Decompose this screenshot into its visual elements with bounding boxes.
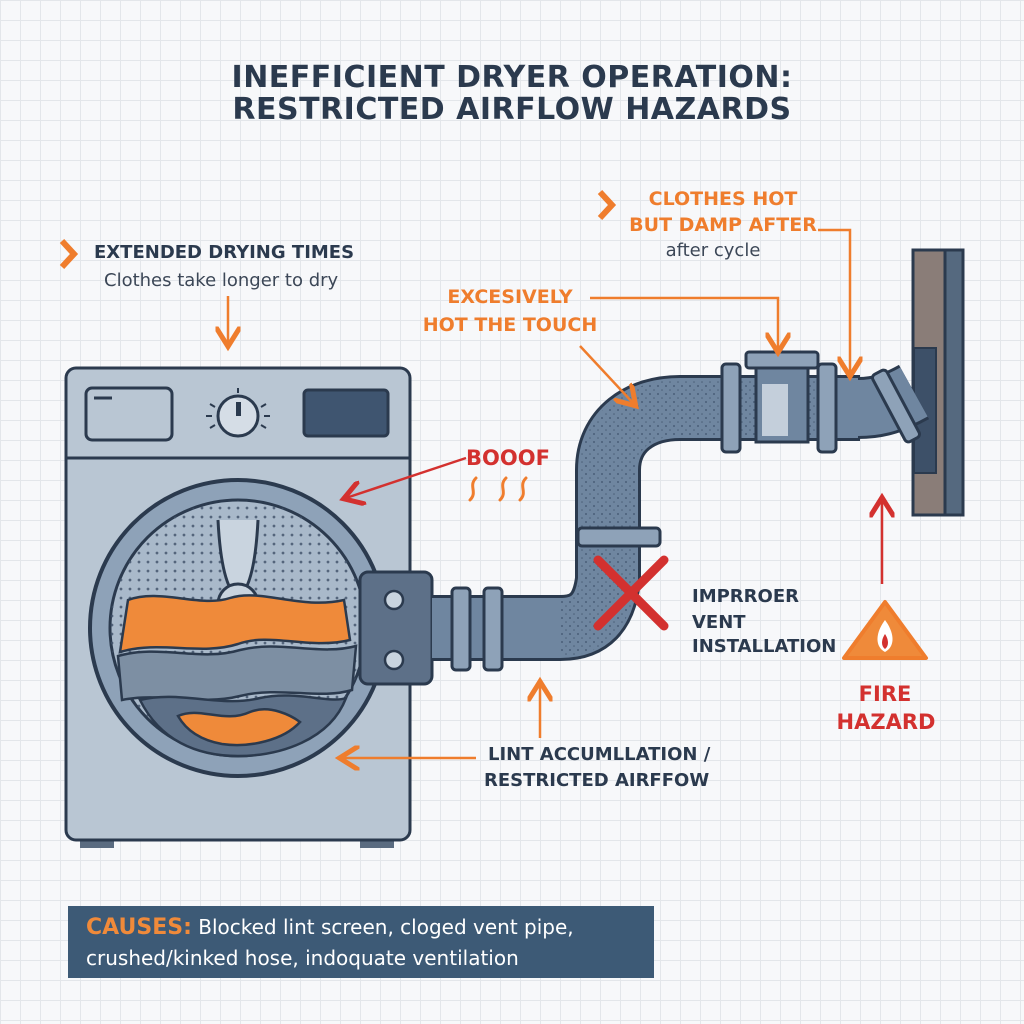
- callout-arrows: [228, 228, 882, 758]
- hot-touch-line2: HOT THE TOUCH: [422, 314, 598, 336]
- causes-line2: crushed/kinked hose, indoquate ventilati…: [86, 946, 519, 970]
- improper-vent-line3: INSTALLATION: [692, 636, 837, 657]
- lint-line2: RESTRICTED AIRFFOW: [484, 770, 710, 791]
- chevron-right-icon: [59, 238, 79, 270]
- hot-damp-line1: CLOTHES HOT: [648, 188, 798, 210]
- warning-fire-icon: [842, 600, 928, 660]
- boof-label: BOOOF: [466, 446, 550, 470]
- improper-vent-line1: IMPRROER: [692, 586, 799, 607]
- causes-line1: CAUSES: Blocked lint screen, cloged vent…: [86, 912, 636, 943]
- dryer: [64, 366, 434, 848]
- hot-touch-line1: EXCESIVELY: [447, 286, 573, 308]
- causes-banner: CAUSES: Blocked lint screen, cloged vent…: [68, 906, 654, 978]
- fire-hazard-line2: HAZARD: [836, 710, 936, 734]
- wall-outlet: [911, 248, 965, 517]
- hot-damp-line2: BUT DAMP AFTER: [629, 214, 817, 236]
- vent-pipe: [432, 350, 930, 672]
- x-mark-icon: [593, 555, 669, 631]
- improper-vent-line2: VENT: [692, 612, 746, 633]
- page-title-line2: RESTRICTED AIRFLOW HAZARDS: [232, 92, 792, 127]
- causes-text1: Blocked lint screen, cloged vent pipe,: [191, 915, 574, 939]
- hot-damp-detail: after cycle: [665, 240, 761, 261]
- page-title-line1: INEFFICIENT DRYER OPERATION:: [231, 60, 793, 95]
- causes-label: CAUSES:: [86, 915, 192, 940]
- heat-waves-icon: [468, 476, 528, 502]
- fire-hazard-line1: FIRE: [858, 682, 912, 706]
- chevron-right-icon: [597, 189, 617, 221]
- extended-drying-detail: Clothes take longer to dry: [104, 270, 339, 291]
- extended-drying-heading: EXTENDED DRYING TIMES: [94, 242, 355, 263]
- lint-line1: LINT ACCUMLLATION /: [488, 744, 711, 765]
